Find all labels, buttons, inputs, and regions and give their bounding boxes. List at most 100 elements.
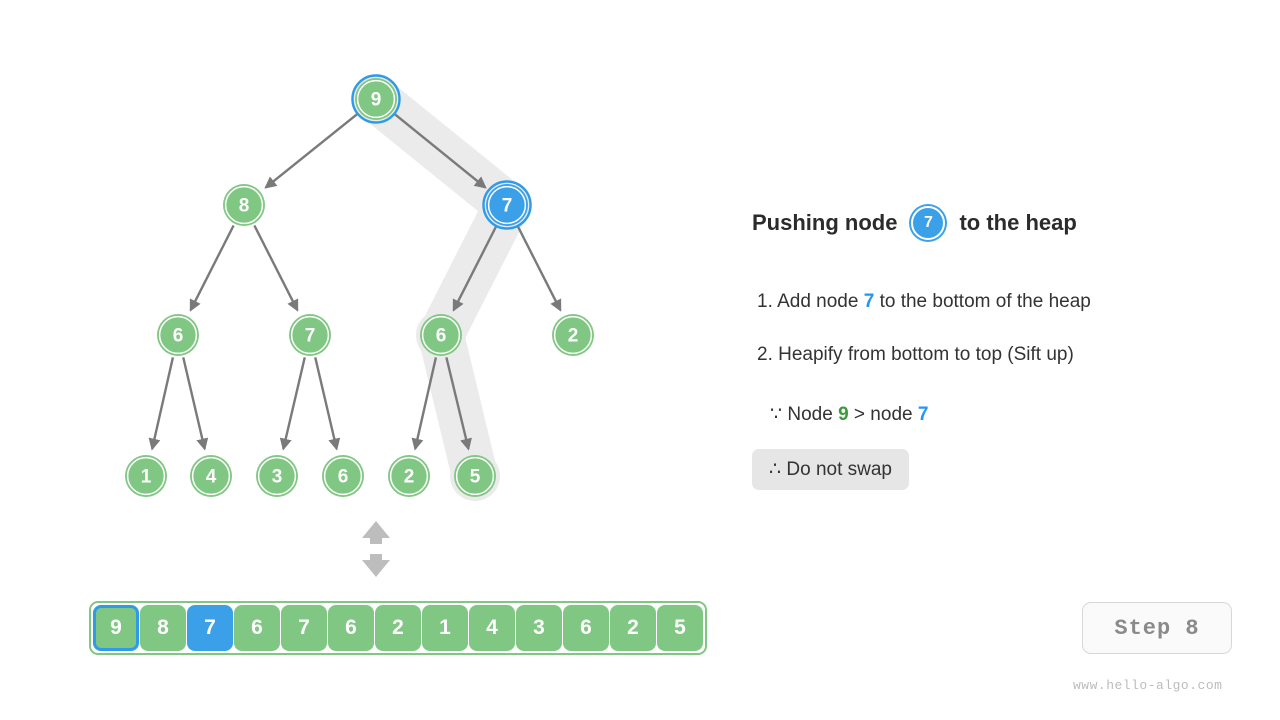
array-cell[interactable]: 2 — [375, 605, 421, 651]
node-selection-ring — [351, 74, 401, 124]
node-value: 7 — [502, 196, 513, 217]
binary-heap-tree: 9 8 7 6 7 6 2 1 4 3 6 2 5 — [125, 74, 594, 501]
node-value: 5 — [470, 467, 481, 488]
tree-node[interactable]: 6 — [322, 455, 364, 497]
node-circle — [454, 455, 496, 497]
tree-node[interactable]: 8 — [223, 184, 265, 226]
step1-part-b: to the bottom of the heap — [874, 291, 1091, 312]
page-title: Pushing node 7 to the heap — [752, 206, 1222, 240]
tree-edge — [393, 112, 487, 189]
node-selection-ring — [482, 180, 532, 230]
tree-node[interactable]: 6 — [420, 314, 462, 356]
tree-node[interactable]: 4 — [190, 455, 232, 497]
tree-node[interactable]: 7 — [482, 180, 532, 230]
tree-edge — [253, 224, 299, 312]
therefore-symbol: ∴ — [769, 459, 782, 480]
node-inner-ring — [191, 456, 231, 496]
node-value: 6 — [173, 326, 184, 347]
tree-edge — [148, 357, 175, 451]
step-2-text: 2. Heapify from bottom to top (Sift up) — [757, 344, 1074, 365]
array-cell[interactable]: 6 — [328, 605, 374, 651]
node-inner-ring — [126, 456, 166, 496]
node-value: 4 — [206, 467, 217, 488]
sift-up-path-highlight — [351, 74, 532, 501]
array-cell[interactable]: 9 — [93, 605, 139, 651]
array-cell[interactable]: 7 — [281, 605, 327, 651]
node-inner-ring — [421, 315, 461, 355]
node-circle — [388, 455, 430, 497]
tree-nodes: 9 8 7 6 7 6 2 1 4 3 6 2 5 — [125, 74, 594, 497]
array-cell[interactable]: 4 — [469, 605, 515, 651]
array-cell[interactable]: 5 — [657, 605, 703, 651]
title-prefix: Pushing node — [752, 210, 898, 235]
array-cell[interactable]: 6 — [563, 605, 609, 651]
tree-edge — [264, 112, 359, 189]
node-inner-ring — [290, 315, 330, 355]
node-inner-ring — [323, 456, 363, 496]
node-circle — [256, 455, 298, 497]
tree-node[interactable]: 2 — [388, 455, 430, 497]
tree-node[interactable]: 3 — [256, 455, 298, 497]
array-cell[interactable]: 3 — [516, 605, 562, 651]
step1-node-number: 7 — [863, 291, 875, 312]
tree-edge — [279, 357, 306, 451]
node-circle — [157, 314, 199, 356]
tree-edge — [452, 224, 498, 312]
node-inner-ring — [257, 456, 297, 496]
tree-edge — [189, 224, 235, 312]
node-value: 2 — [404, 467, 415, 488]
array-cell[interactable]: 8 — [140, 605, 186, 651]
reason-text: ∵ Node 9 > node 7 — [770, 403, 928, 426]
conclusion-badge: ∴ Do not swap — [752, 449, 909, 490]
title-suffix: to the heap — [959, 210, 1077, 235]
step-badge: Step 8 — [1082, 602, 1232, 654]
tree-node[interactable]: 2 — [552, 314, 594, 356]
tree-edge — [182, 357, 209, 451]
array-cell[interactable]: 7 — [187, 605, 233, 651]
array-cell[interactable]: 6 — [234, 605, 280, 651]
tree-node[interactable]: 6 — [157, 314, 199, 356]
footer-url: www.hello-algo.com — [1073, 678, 1223, 693]
reason-part-a: Node — [782, 404, 839, 425]
tree-node[interactable]: 9 — [351, 74, 401, 124]
node-value: 1 — [141, 467, 152, 488]
node-inner-ring — [356, 79, 396, 119]
double-vertical-arrow-icon — [362, 521, 390, 577]
node-inner-ring — [487, 185, 527, 225]
node-value: 6 — [436, 326, 447, 347]
node-circle — [552, 314, 594, 356]
node-value: 9 — [371, 90, 382, 111]
node-inner-ring — [553, 315, 593, 355]
node-value: 8 — [239, 196, 250, 217]
node-circle — [486, 184, 528, 226]
node-value: 7 — [305, 326, 316, 347]
tree-edges — [148, 112, 562, 451]
array-cell[interactable]: 2 — [610, 605, 656, 651]
node-inner-ring — [224, 185, 264, 225]
tree-node[interactable]: 1 — [125, 455, 167, 497]
node-circle — [420, 314, 462, 356]
step1-part-a: 1. Add node — [757, 291, 864, 312]
reason-part-b: > node — [848, 404, 918, 425]
reason-number-child: 7 — [917, 404, 929, 425]
reason-number-parent: 9 — [838, 404, 849, 425]
node-circle — [355, 78, 397, 120]
node-inner-ring — [455, 456, 495, 496]
array-cell[interactable]: 1 — [422, 605, 468, 651]
step-1-text: 1. Add node 7 to the bottom of the heap — [757, 291, 1091, 313]
title-node-badge: 7 — [911, 206, 946, 240]
tree-edge — [314, 357, 341, 451]
tree-node[interactable]: 7 — [289, 314, 331, 356]
node-circle — [322, 455, 364, 497]
tree-edge — [411, 357, 438, 451]
tree-edge — [516, 224, 562, 312]
tree-edge — [445, 357, 472, 451]
node-value: 2 — [568, 326, 579, 347]
node-value: 6 — [338, 467, 349, 488]
tree-node[interactable]: 5 — [454, 455, 496, 497]
node-circle — [289, 314, 331, 356]
node-circle — [223, 184, 265, 226]
node-circle — [125, 455, 167, 497]
